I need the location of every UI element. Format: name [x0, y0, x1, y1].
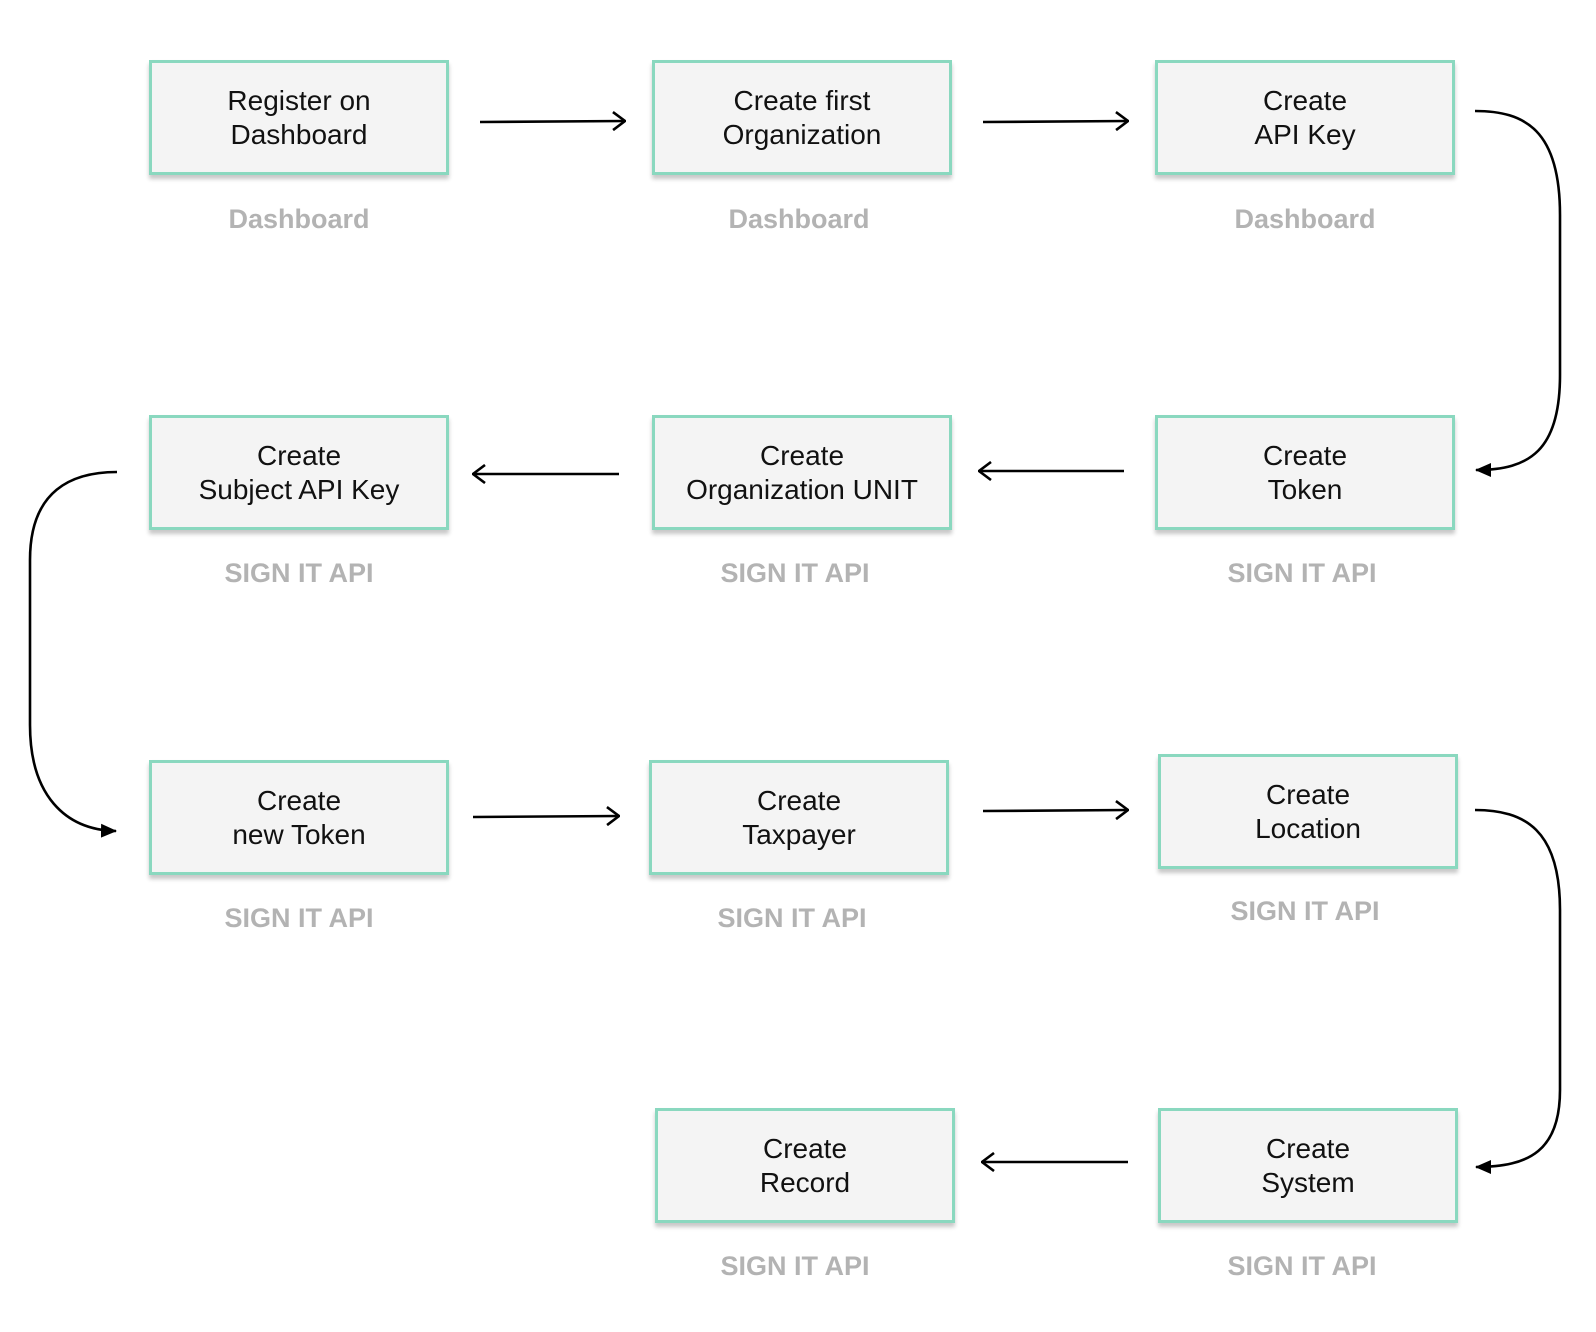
arrow-subject-api-key-to-new-token [28, 470, 118, 838]
step-label-line1: Create first [733, 84, 871, 116]
arrow-location-to-system [1474, 808, 1562, 1174]
step-caption: Dashboard [728, 204, 870, 234]
step-label-line2: System [1261, 1166, 1355, 1198]
step-label-line1: Create [1265, 778, 1351, 810]
step-create-record: Create Record [655, 1108, 955, 1223]
step-label-line2: new Token [232, 818, 366, 850]
step-create-system: Create System [1158, 1108, 1458, 1223]
step-label-line1: Create [756, 784, 842, 816]
arrow-new-token-to-taxpayer [472, 816, 619, 817]
arrow-register-to-organization [479, 121, 625, 122]
arrow-organization-to-api-key [982, 121, 1128, 122]
step-label-line2: API Key [1254, 118, 1356, 150]
step-create-api-key: Create API Key [1155, 60, 1455, 175]
step-create-taxpayer: Create Taxpayer [649, 760, 949, 875]
step-label-line1: Register on [227, 84, 371, 116]
step-label-line1: Create [1262, 84, 1348, 116]
step-register-on-dashboard: Register on Dashboard [149, 60, 449, 175]
step-create-location: Create Location [1158, 754, 1458, 869]
arrow-api-key-to-token [1474, 109, 1562, 477]
step-label-line1: Create [1265, 1132, 1351, 1164]
step-label-line2: Organization [722, 118, 882, 150]
step-label-line1: Create [759, 439, 845, 471]
step-label-line1: Create [256, 439, 342, 471]
step-label-line2: Subject API Key [198, 473, 400, 505]
step-caption: SIGN IT API [1227, 558, 1377, 588]
step-label-line2: Token [1267, 473, 1343, 505]
step-caption: Dashboard [1234, 204, 1376, 234]
step-caption: SIGN IT API [1230, 896, 1380, 926]
step-caption: SIGN IT API [720, 558, 870, 588]
step-caption: SIGN IT API [224, 903, 374, 933]
step-caption: SIGN IT API [224, 558, 374, 588]
step-label-line1: Create [762, 1132, 848, 1164]
step-label-line2: Record [759, 1166, 851, 1198]
step-caption: Dashboard [228, 204, 370, 234]
step-label-line1: Create [256, 784, 342, 816]
step-create-token: Create Token [1155, 415, 1455, 530]
step-label-line1: Create [1262, 439, 1348, 471]
step-label-line2: Location [1255, 812, 1361, 844]
step-create-subject-api-key: Create Subject API Key [149, 415, 449, 530]
arrow-taxpayer-to-location [982, 810, 1128, 811]
step-label-line2: Organization UNIT [686, 473, 918, 505]
step-create-first-organization: Create first Organization [652, 60, 952, 175]
step-caption: SIGN IT API [720, 1251, 870, 1281]
step-label-line2: Taxpayer [742, 818, 856, 850]
step-caption: SIGN IT API [1227, 1251, 1377, 1281]
step-create-new-token: Create new Token [149, 760, 449, 875]
step-caption: SIGN IT API [717, 903, 867, 933]
step-label-line2: Dashboard [230, 118, 368, 150]
step-create-organization-unit: Create Organization UNIT [652, 415, 952, 530]
